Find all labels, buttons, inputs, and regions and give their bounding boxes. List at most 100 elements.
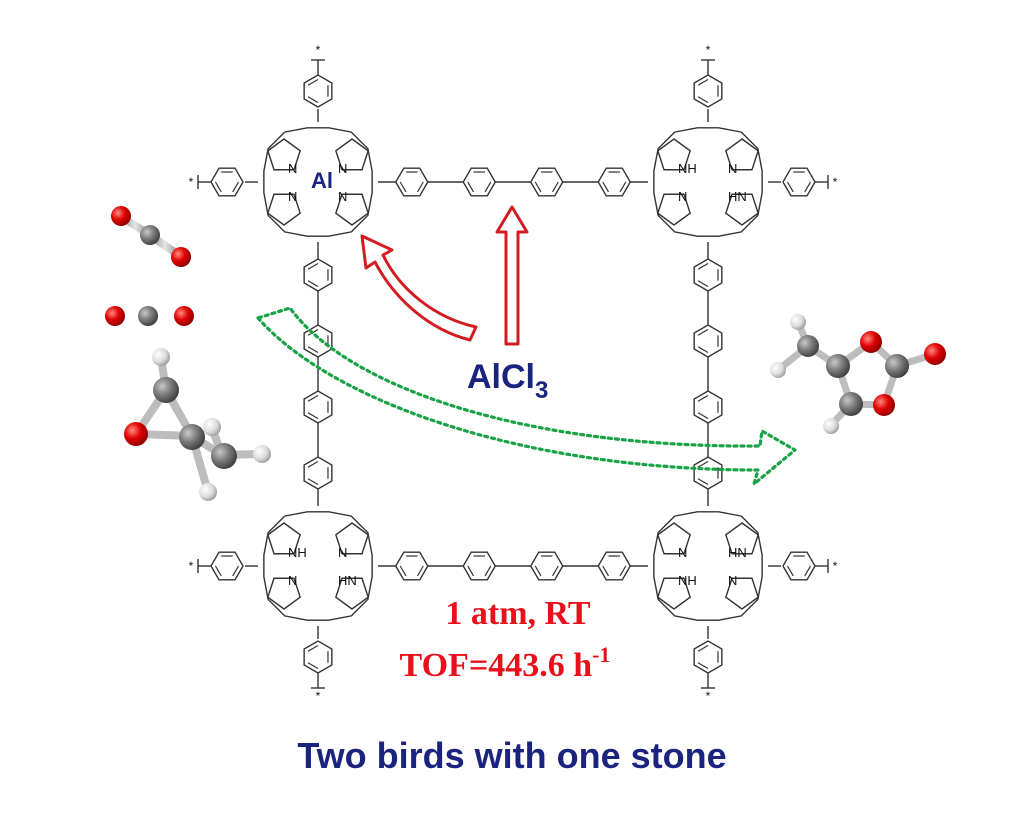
macrocycle-outline [263,127,373,237]
pyrrole-nitrogen-label: HN [338,573,357,588]
aluminum-center-label: Al [311,168,333,193]
ring-double-bond [534,565,542,577]
pyrrole-ring [725,522,759,555]
benzene-ring [303,640,333,674]
ring-double-bond [307,478,319,486]
ring-outline [303,390,333,424]
ring-outline [693,456,723,490]
ring-double-bond [307,280,319,288]
ring-double-bond [602,565,610,577]
ring-double-bond [307,412,319,420]
benzene-ring [782,551,816,581]
ring-outline [210,551,244,581]
polymer-end-groups: ******** [189,43,838,703]
pyrrole-nitrogen-label: NH [288,545,307,560]
pyrrole-ring [267,522,301,555]
pyrrole-nitrogen-label: N [728,161,737,176]
ring-outline [303,640,333,674]
ring-double-bond [416,181,424,193]
pyrrole-ring [657,522,691,555]
ring-outline [782,167,816,197]
ring-double-bond [307,460,319,468]
pyrrole-ring [657,577,691,610]
ring-outline [693,640,723,674]
pyrrole-nitrogen-label: HN [728,545,747,560]
ring-double-bond [307,394,319,402]
ring-double-bond [467,565,475,577]
ring-double-bond [307,262,319,270]
ring-outline [529,551,564,581]
pyrrole-nitrogen-label: N [288,161,297,176]
ring-double-bond [697,662,709,670]
pyrrole-nitrogen-label: N [288,573,297,588]
macrocycle-outline [653,127,763,237]
ring-double-bond [602,181,610,193]
pyrrole-nitrogen-label: N [338,161,347,176]
pyrrole-nitrogen-label: N [728,573,737,588]
ring-double-bond [307,644,319,652]
ring-double-bond [786,565,794,577]
benzene-ring [782,167,816,197]
ring-double-bond [804,181,812,193]
pyrrole-nitrogen-label: HN [728,189,747,204]
ring-double-bond [804,565,812,577]
pyrrole-ring [335,577,369,610]
benzene-ring [462,551,497,581]
co2-molecule-tilted [111,206,191,267]
benzene-ring [597,167,632,197]
ring-double-bond [697,280,709,288]
ring-outline [394,551,429,581]
pyrrole-nitrogen-label: NH [678,573,697,588]
pyrrole-nitrogen-label: N [338,545,347,560]
end-group-star: * [706,43,711,57]
macrocycle-outline [263,511,373,621]
ring-outline [303,456,333,490]
ring-double-bond [697,328,709,336]
ring-double-bond [307,346,319,354]
end-group-star: * [189,559,194,573]
ring-double-bond [416,565,424,577]
benzene-ring [303,258,333,292]
framework-bonds [197,59,829,689]
benzene-ring [693,74,723,108]
end-group-star: * [316,689,321,703]
ring-double-bond [484,565,492,577]
pyrrole-ring [267,193,301,226]
conditions-line-1: 1 atm, RT [445,595,591,632]
ring-outline [303,74,333,108]
ring-double-bond [619,565,627,577]
ring-double-bond [307,96,319,104]
ring-outline [782,551,816,581]
pyrrole-ring [267,577,301,610]
benzene-ring [210,167,244,197]
ring-double-bond [697,78,709,86]
phenylene-linkers [210,74,816,674]
ring-outline [210,167,244,197]
pyrrole-nitrogen-label: N [678,189,687,204]
pyrrole-ring [657,193,691,226]
pyrrole-nitrogen-label: NH [678,161,697,176]
benzene-ring [394,551,429,581]
figure-caption: Two birds with one stone [297,735,726,776]
end-group-star: * [706,689,711,703]
propylene-oxide-molecule [124,348,271,501]
benzene-ring [303,456,333,490]
end-group-star: * [316,43,321,57]
ring-double-bond [697,346,709,354]
benzene-ring [529,551,564,581]
ring-double-bond [484,181,492,193]
ring-double-bond [307,78,319,86]
ring-outline [462,167,497,197]
ring-double-bond [467,181,475,193]
ring-outline [693,324,723,358]
pyrrole-ring [335,522,369,555]
ring-double-bond [307,662,319,670]
pyrrole-ring [725,577,759,610]
benzene-ring [462,167,497,197]
reagent-label: AlCl3 [467,358,548,404]
